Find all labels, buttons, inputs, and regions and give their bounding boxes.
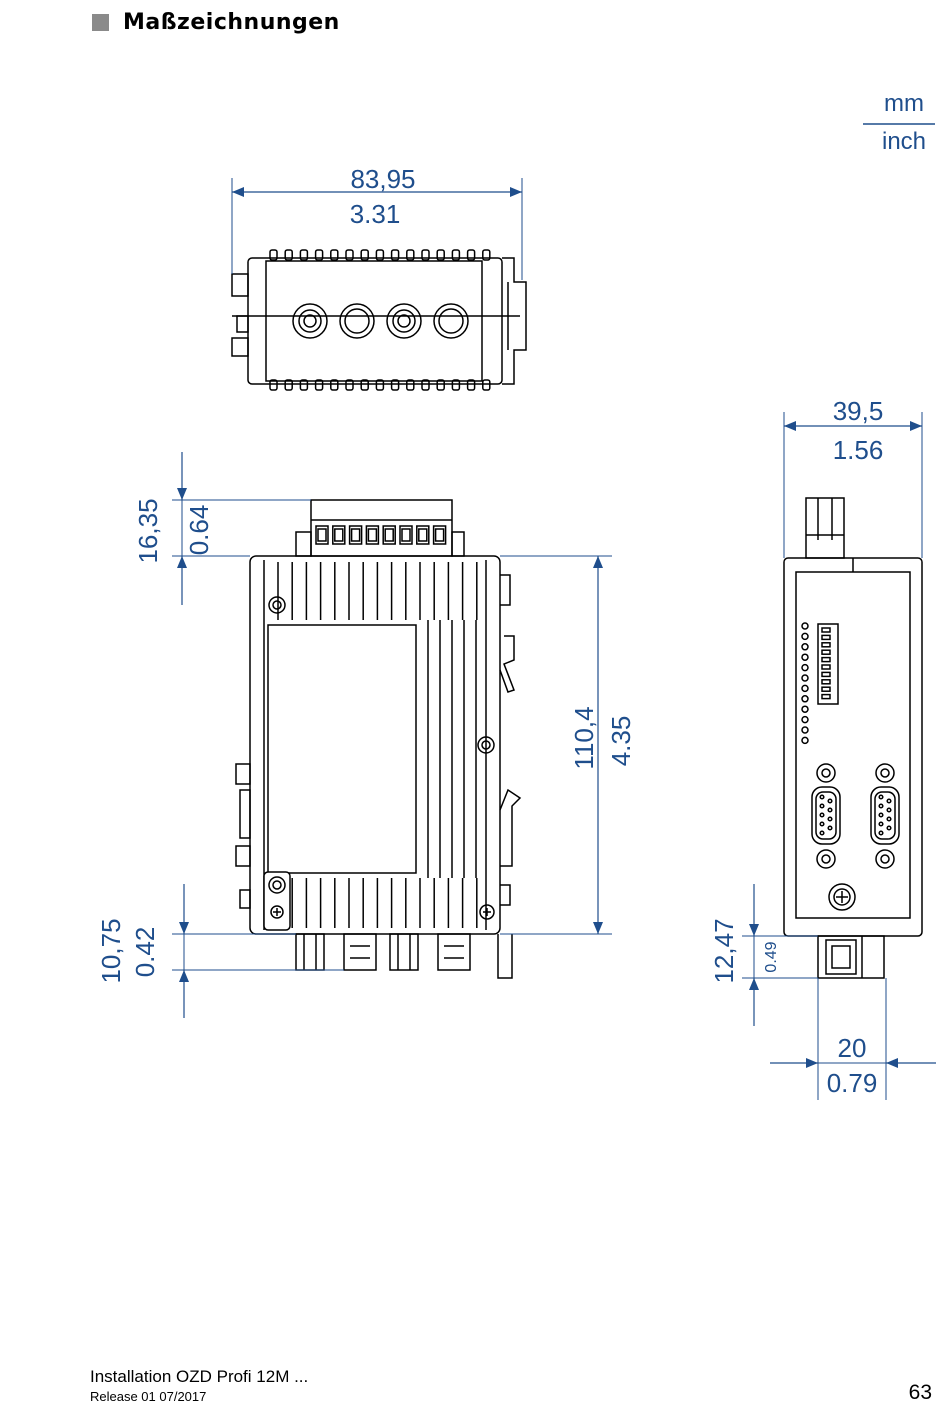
- dim-bottom-right-inch: 0.49: [763, 941, 780, 972]
- bfoc-port-icons: [292, 303, 469, 339]
- side-view: [783, 497, 923, 979]
- footer-release: Release 01 07/2017: [90, 1389, 207, 1404]
- dim-top-width: 83,95 3.31: [231, 164, 523, 280]
- dim-top-width-mm: 83,95: [350, 164, 415, 194]
- unit-inch: inch: [882, 128, 926, 155]
- dim-bottom-right: 12,47 0.49: [709, 884, 818, 1026]
- dim-bottom-left-inch: 0.42: [130, 927, 160, 978]
- dim-bottom-right-mm: 12,47: [709, 918, 739, 983]
- dim-top-height-inch: 0.64: [184, 505, 214, 556]
- page-number: 63: [908, 1381, 932, 1404]
- front-view: [235, 499, 522, 979]
- dim-side-width: 39,5 1.56: [783, 396, 923, 558]
- dim-body-height-mm: 110,4: [569, 706, 599, 769]
- unit-mm: mm: [884, 90, 924, 117]
- page-title: Maßzeichnungen: [123, 10, 340, 35]
- dim-foot-width-mm: 20: [838, 1033, 867, 1063]
- dim-foot-width-inch: 0.79: [827, 1068, 878, 1098]
- dim-body-height-inch: 4.35: [606, 716, 636, 767]
- dim-top-height: 16,35 0.64: [133, 452, 311, 605]
- dim-top-width-inch: 3.31: [350, 199, 401, 229]
- dim-top-height-mm: 16,35: [133, 498, 163, 563]
- dim-side-width-mm: 39,5: [833, 396, 884, 426]
- dim-foot-width: 20 0.79: [770, 978, 936, 1100]
- dim-side-width-inch: 1.56: [833, 435, 884, 465]
- unit-legend: mm inch: [863, 90, 935, 155]
- dim-bottom-left-mm: 10,75: [96, 918, 126, 983]
- dim-bottom-left: 10,75 0.42: [96, 884, 344, 1018]
- section-heading: Maßzeichnungen: [92, 10, 340, 35]
- footer-title: Installation OZD Profi 12M ...: [90, 1367, 309, 1386]
- top-view: [231, 249, 527, 391]
- heading-square-icon: [92, 14, 109, 31]
- dim-body-height: 110,4 4.35: [500, 555, 636, 935]
